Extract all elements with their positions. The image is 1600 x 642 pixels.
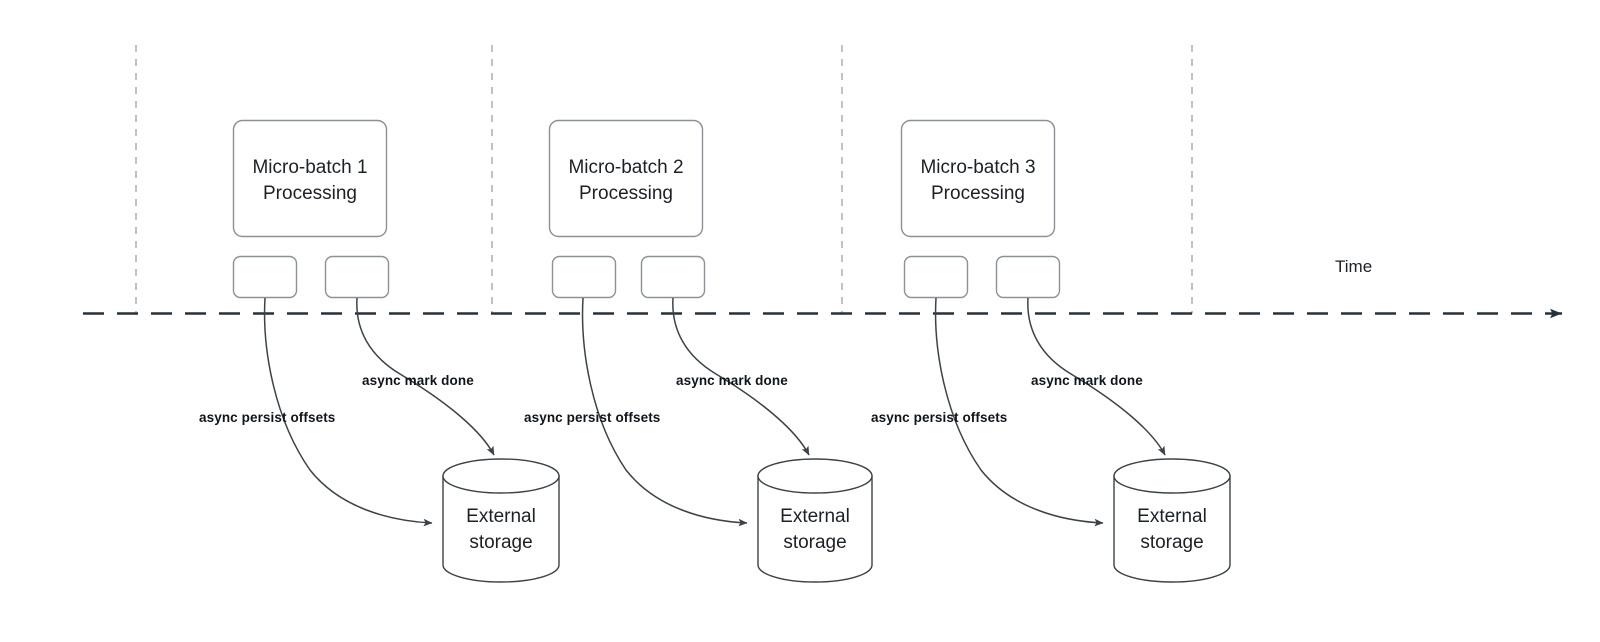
external-storage-2-cylinder[interactable] xyxy=(757,458,873,583)
async-persist-offsets-label-3: async persist offsets xyxy=(871,410,1008,425)
external-storage-1-cylinder[interactable] xyxy=(442,458,560,583)
async-mark-done-arrow-3 xyxy=(1027,297,1166,456)
async-mark-done-arrow-1 xyxy=(356,297,495,456)
micro-batch-2-task-box-b[interactable] xyxy=(640,255,706,299)
async-persist-offsets-label-2: async persist offsets xyxy=(524,410,661,425)
async-persist-offsets-arrow-1 xyxy=(263,297,433,527)
micro-batch-3-box[interactable] xyxy=(900,119,1056,238)
async-mark-done-label-2: async mark done xyxy=(676,373,788,388)
async-persist-offsets-arrow-2 xyxy=(581,297,748,527)
micro-batch-1-task-box-b[interactable] xyxy=(324,255,390,299)
micro-batch-3-task-box-a[interactable] xyxy=(903,255,969,299)
micro-batch-1-box[interactable] xyxy=(232,119,388,238)
timeline-boundary-lines xyxy=(135,45,1193,314)
group-3-shapes xyxy=(900,119,1231,583)
micro-batch-1-task-box-a[interactable] xyxy=(232,255,298,299)
async-mark-done-label-3: async mark done xyxy=(1031,373,1143,388)
async-mark-done-label-1: async mark done xyxy=(362,373,474,388)
time-axis-label: Time xyxy=(1335,257,1373,276)
micro-batch-3-task-box-b[interactable] xyxy=(995,255,1061,299)
micro-batch-2-box[interactable] xyxy=(548,119,704,238)
micro-batch-2-task-box-a[interactable] xyxy=(551,255,617,299)
group-1-shapes xyxy=(232,119,560,583)
group-2-shapes xyxy=(548,119,873,583)
external-storage-3-cylinder[interactable] xyxy=(1113,458,1231,583)
async-mark-done-arrow-2 xyxy=(672,297,810,456)
async-persist-offsets-arrow-3 xyxy=(934,297,1104,527)
async-persist-offsets-label-1: async persist offsets xyxy=(199,410,336,425)
